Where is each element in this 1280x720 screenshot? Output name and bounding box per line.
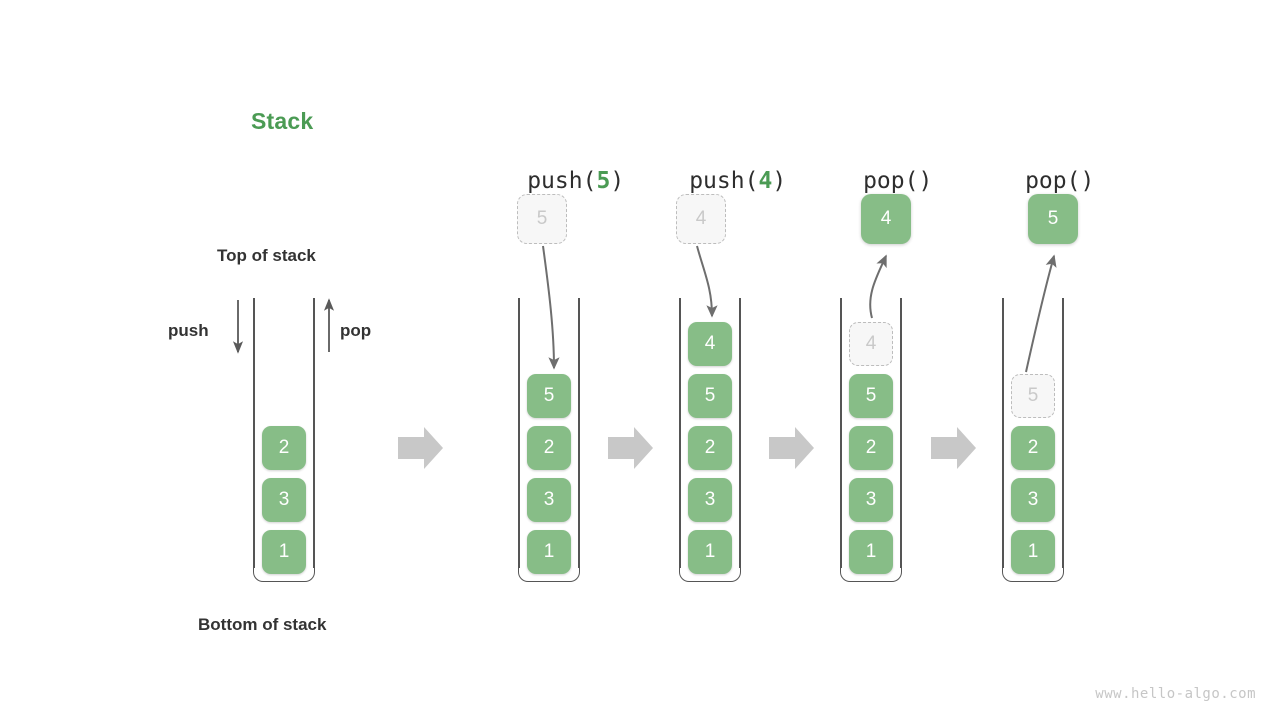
- stage-flow-arrow-2: [608, 427, 653, 469]
- stack-base: [840, 556, 902, 582]
- stack-wall-right: [578, 298, 580, 568]
- pop-label: pop: [340, 321, 372, 340]
- stack-cell: 4: [688, 322, 732, 366]
- stack-cell: 1: [849, 530, 893, 574]
- stack-cell: 2: [849, 426, 893, 470]
- stage-flow-arrow-3: [769, 427, 814, 469]
- popped-value-box: 4: [861, 194, 911, 244]
- stack-wall-left: [518, 298, 520, 568]
- stack-container-pop-1: 4 5 2 3 1: [840, 298, 902, 582]
- stack-container-push-5: 5 2 3 1: [518, 298, 580, 582]
- op-header-prefix: push(: [527, 168, 597, 194]
- stack-container-push-4: 4 5 2 3 1: [679, 298, 741, 582]
- stack-cell: 3: [1011, 478, 1055, 522]
- stack-cell: 1: [688, 530, 732, 574]
- stack-base: [518, 556, 580, 582]
- stack-container-pop-2: 5 2 3 1: [1002, 298, 1064, 582]
- removed-cell: 4: [849, 322, 893, 366]
- stack-base: [253, 556, 315, 582]
- top-of-stack-label: Top of stack: [217, 246, 316, 265]
- op-header-suffix: ): [772, 168, 787, 194]
- op-header-prefix: push(: [689, 168, 759, 194]
- stack-wall-right: [313, 298, 315, 568]
- stack-wall-right: [900, 298, 902, 568]
- stack-cell: 3: [849, 478, 893, 522]
- op-header-push-5: push(5): [448, 142, 648, 220]
- stack-cell: 2: [527, 426, 571, 470]
- removed-cell: 5: [1011, 374, 1055, 418]
- bottom-of-stack-label: Bottom of stack: [198, 615, 327, 634]
- stack-cell: 5: [849, 374, 893, 418]
- push-label: push: [168, 321, 209, 340]
- op-header-arg: 4: [758, 168, 773, 194]
- stack-wall-right: [739, 298, 741, 568]
- stack-cell: 3: [688, 478, 732, 522]
- stack-base: [679, 556, 741, 582]
- op-header-arg: 5: [596, 168, 611, 194]
- watermark: www.hello-algo.com: [1095, 686, 1256, 702]
- op-header-prefix: pop(: [863, 168, 919, 194]
- stack-cell: 5: [527, 374, 571, 418]
- stack-cell: 5: [688, 374, 732, 418]
- incoming-value-box: 4: [676, 194, 726, 244]
- stage-flow-arrow-4: [931, 427, 976, 469]
- stack-wall-left: [840, 298, 842, 568]
- stack-cell: 1: [527, 530, 571, 574]
- op-header-suffix: ): [1080, 168, 1095, 194]
- stack-wall-right: [1062, 298, 1064, 568]
- op-header-pop-1: pop(): [770, 142, 970, 220]
- incoming-value-box: 5: [517, 194, 567, 244]
- stack-wall-left: [1002, 298, 1004, 568]
- op-header-prefix: pop(: [1025, 168, 1081, 194]
- stack-cell: 2: [1011, 426, 1055, 470]
- stack-wall-left: [679, 298, 681, 568]
- stack-wall-left: [253, 298, 255, 568]
- stack-cell: 3: [527, 478, 571, 522]
- stack-cell: 1: [1011, 530, 1055, 574]
- op-header-suffix: ): [610, 168, 625, 194]
- stack-cell: 3: [262, 478, 306, 522]
- stack-base: [1002, 556, 1064, 582]
- stack-cell: 2: [688, 426, 732, 470]
- op-header-pop-2: pop(): [932, 142, 1132, 220]
- stack-cell: 1: [262, 530, 306, 574]
- op-header-suffix: ): [918, 168, 933, 194]
- stack-container-initial: 2 3 1: [253, 298, 315, 582]
- stage-flow-arrow-1: [398, 427, 443, 469]
- diagram-title: Stack: [251, 108, 314, 134]
- op-header-push-4: push(4): [610, 142, 810, 220]
- popped-value-box: 5: [1028, 194, 1078, 244]
- stack-cell: 2: [262, 426, 306, 470]
